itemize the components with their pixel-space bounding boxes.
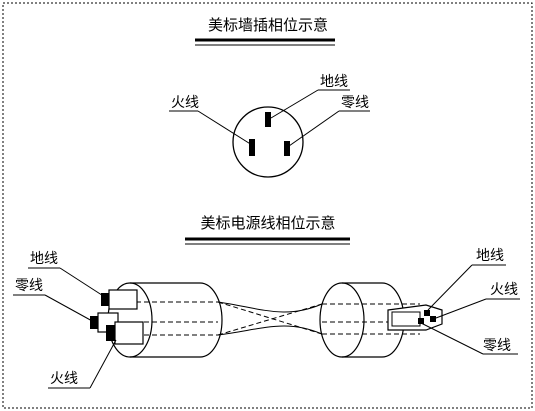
plug-ground-label: 地线 (30, 251, 58, 267)
outlet-live-leader (197, 110, 253, 146)
left-ground-prong (101, 289, 138, 310)
outlet-ground-leader (270, 89, 319, 119)
connector-neutral-pin (418, 318, 424, 324)
outlet-neutral-leader (288, 110, 340, 147)
right-connector-body (319, 282, 405, 358)
connector-ground-pin (424, 310, 430, 316)
outlet-live-label: 火线 (171, 95, 199, 111)
connector-live-pin (430, 316, 436, 322)
outlet-face (232, 106, 304, 178)
power-cord-title: 美标电源线相位示意 (200, 214, 335, 232)
internal-wires (128, 301, 420, 336)
plug-ground-leader (59, 267, 109, 300)
left-live-prong (106, 321, 144, 345)
outlet-neutral-label: 零线 (341, 95, 369, 111)
connector-neutral-label: 零线 (483, 338, 511, 354)
outlet-ground-slot (265, 112, 271, 127)
connector-live-leader (435, 298, 487, 319)
connector-neutral-leader (420, 322, 484, 355)
plug-neutral-leader (44, 294, 95, 323)
connector-live-label: 火线 (490, 282, 518, 298)
plug-neutral-label: 零线 (15, 278, 43, 294)
outlet-ground-label: 地线 (320, 74, 348, 90)
outlet-live-slot (249, 139, 255, 156)
right-connector-head (387, 304, 443, 331)
plug-live-label: 火线 (50, 371, 78, 387)
connector-ground-leader (427, 264, 473, 311)
cable (217, 301, 323, 336)
wall-outlet-title: 美标墙插相位示意 (208, 16, 328, 34)
outlet-neutral-slot (284, 141, 290, 156)
connector-ground-label: 地线 (476, 248, 504, 264)
plug-live-leader (89, 339, 117, 389)
